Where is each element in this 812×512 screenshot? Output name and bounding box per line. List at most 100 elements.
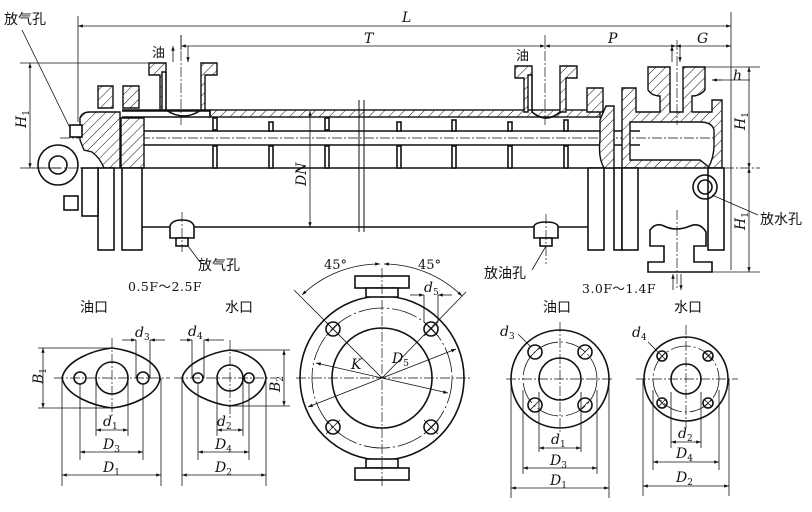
water-port-flange-round	[636, 325, 738, 496]
label-main: B	[268, 382, 284, 393]
svg-text:H1: H1	[733, 112, 751, 131]
label-main: d	[103, 414, 112, 430]
shell-outline	[122, 110, 600, 228]
dim-h-label: h	[733, 68, 742, 84]
label-sub: 2	[226, 468, 232, 478]
water-port-left-title: 水口	[225, 300, 253, 316]
dim-D5-line	[307, 348, 457, 408]
range-label-left: 0.5F～2.5F	[128, 279, 202, 294]
left-oil-nozzle	[148, 35, 218, 125]
vent-label-bottom: 放气孔	[198, 258, 240, 274]
right-oil-nozzle	[514, 35, 578, 125]
dim-P-label: P	[607, 31, 618, 47]
label-sub: 3	[114, 445, 120, 455]
water-port-flange-diamond	[174, 338, 290, 486]
label-main: d	[678, 426, 687, 442]
label-main: H	[733, 217, 749, 231]
dim-D1-label-right: D1	[549, 473, 567, 491]
dim-DN-label: DN	[294, 162, 310, 187]
dim-K-label: K	[350, 357, 363, 373]
oil-drain-plug	[533, 214, 559, 264]
dim-L-label: L	[401, 10, 411, 26]
label-sub: 4	[226, 445, 232, 455]
main-elevation-view	[20, 12, 760, 290]
dim-B1-label: B1	[31, 368, 49, 385]
angle-label-right: 45°	[418, 258, 441, 273]
range-label-right: 3.0F～1.4F	[582, 281, 656, 296]
dim-D5-label: D5	[391, 351, 409, 369]
label-main: D	[214, 460, 226, 476]
dim-D4-label-left: D4	[214, 437, 232, 455]
dim-d2-label-right: d2	[678, 426, 693, 444]
label-sub: 3	[144, 333, 150, 343]
label-sub: 1	[560, 440, 566, 450]
dim-T-label: T	[364, 31, 375, 47]
label-sub: 1	[741, 212, 751, 218]
label-sub: 5	[403, 359, 409, 369]
label-sub: 4	[197, 332, 203, 342]
dim-D1-label-left: D1	[102, 460, 120, 478]
dim-G-label: G	[697, 31, 708, 47]
label-main: D	[675, 470, 687, 486]
label-main: d	[424, 280, 433, 296]
label-sub: 1	[22, 110, 32, 116]
label-main: H	[733, 117, 749, 131]
baffles	[212, 117, 569, 169]
label-sub: 2	[226, 422, 232, 432]
dim-H1-right-top-label: H1	[733, 112, 751, 131]
dim-D2-label-right: D2	[675, 470, 693, 488]
dim-D3-label-left: D3	[102, 437, 120, 455]
label-sub: 5	[433, 288, 439, 298]
label-main: D	[675, 446, 687, 462]
dim-D4-label-right: D4	[675, 446, 693, 464]
oil-port-flange-round	[506, 322, 614, 498]
dim-d3-label-left: d3	[135, 325, 150, 343]
dim-D3-label-right: D3	[549, 453, 567, 471]
label-main: H	[14, 115, 30, 129]
oil-port-flange-diamond	[38, 338, 170, 486]
label-sub: 1	[741, 112, 751, 118]
dim-d3-label-right: d3	[500, 324, 515, 342]
label-main: d	[188, 324, 197, 340]
dim-H1-left-label: H1	[14, 110, 32, 129]
label-sub: 1	[112, 422, 118, 432]
water-drain-hole	[692, 174, 718, 200]
label-main: D	[102, 437, 114, 453]
oil-arrow-label-left: 油	[152, 46, 165, 61]
water-port-right-title: 水口	[674, 300, 702, 316]
label-sub: 4	[687, 454, 693, 464]
dim-d1-label-right: d1	[551, 432, 566, 450]
leader-vent-bottom	[187, 245, 201, 263]
dim-D2-label-left: D2	[214, 460, 232, 478]
label-sub: 2	[687, 478, 693, 488]
label-sub: 3	[561, 461, 567, 471]
label-sub: 1	[561, 481, 567, 491]
lifting-eye	[37, 144, 79, 186]
left-end-cover	[37, 85, 211, 251]
right-end-cover	[586, 40, 725, 290]
label-main: D	[102, 460, 114, 476]
label-main: d	[551, 432, 560, 448]
oil-port-right-title: 油口	[543, 300, 571, 316]
dim-d5-label: d5	[424, 280, 439, 298]
label-main: B	[31, 374, 47, 385]
label-sub: 1	[39, 368, 49, 374]
label-sub: 2	[276, 376, 286, 382]
label-main: d	[217, 414, 226, 430]
label-main: D	[549, 473, 561, 489]
dim-d2-label-left: d2	[217, 414, 232, 432]
dim-H1-right-bottom-label: H1	[733, 212, 751, 231]
dim-d4-label-right: d4	[632, 325, 647, 343]
oil-port-left-title: 油口	[80, 300, 108, 316]
dim-d4-label-left: d4	[188, 324, 203, 342]
label-main: D	[549, 453, 561, 469]
vent-label-top: 放气孔	[4, 12, 46, 28]
angle-arc-left	[301, 262, 381, 296]
label-main: d	[500, 324, 509, 340]
leader-vent-top	[21, 29, 71, 129]
angle-label-left: 45°	[324, 258, 347, 273]
label-main: d	[632, 325, 641, 341]
svg-text:H1: H1	[14, 110, 32, 129]
dim-d1-label-left: d1	[103, 414, 118, 432]
